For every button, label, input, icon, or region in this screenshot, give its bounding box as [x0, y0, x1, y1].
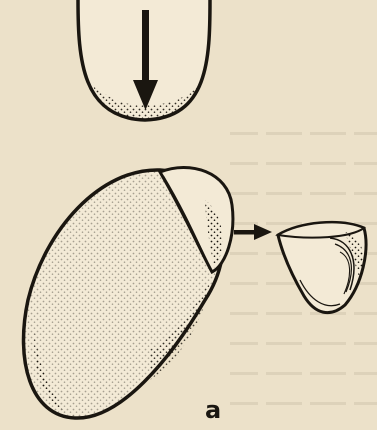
- panel-label: a: [205, 398, 221, 422]
